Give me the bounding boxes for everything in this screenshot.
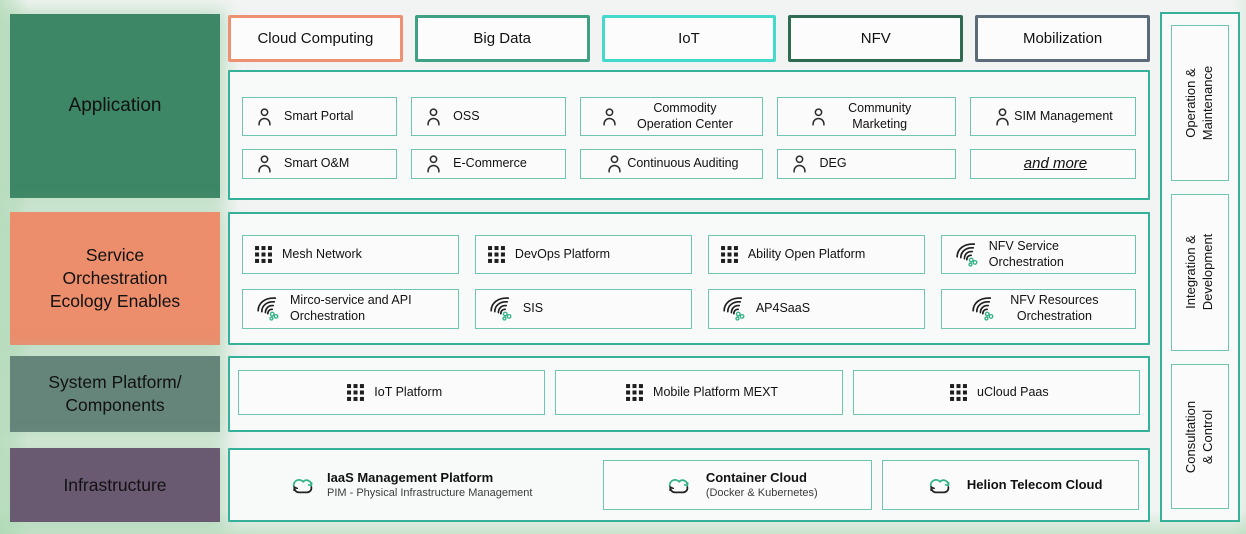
sys-item-iot-platform: IoT Platform	[238, 370, 546, 415]
item-label: E-Commerce	[453, 156, 527, 171]
person-icon	[254, 106, 275, 128]
app-item-e-commerce: E-Commerce	[411, 149, 567, 180]
sys-item-ucloud-paas: uCloud Paas	[852, 370, 1140, 415]
person-icon	[599, 106, 620, 128]
svc-item-mesh-network: Mesh Network	[242, 235, 459, 275]
item-subtitle: (Docker & Kubernetes)	[705, 486, 818, 499]
service-orchestration-container: Mesh Network DevOps Platform Ability Ope…	[228, 212, 1150, 345]
infra-item-container-cloud: Container Cloud (Docker & Kubernetes)	[603, 460, 873, 510]
app-item-and-more: and more	[969, 149, 1136, 180]
sidebar-item-label: Operation & Maintenance	[1183, 65, 1215, 141]
item-title: Helion Telecom Cloud	[966, 476, 1103, 492]
item-title: Container Cloud	[705, 469, 807, 485]
grid-dots-icon	[720, 245, 739, 264]
person-icon	[789, 153, 810, 175]
item-label: OSS	[453, 108, 480, 123]
cloud-sync-icon	[287, 474, 318, 497]
person-icon	[254, 153, 275, 175]
layer-label-application: Application	[10, 14, 220, 198]
app-item-deg: DEG	[777, 149, 956, 180]
item-label: and more	[1023, 154, 1088, 172]
person-icon	[423, 106, 444, 128]
infra-item-helion-telecom-cloud: Helion Telecom Cloud	[882, 460, 1139, 510]
person-icon	[604, 153, 625, 175]
orchestration-swirl-icon	[969, 295, 996, 322]
item-label: NFV Resources Orchestration	[1010, 293, 1099, 323]
item-label: DEG	[819, 156, 847, 171]
app-item-continuous-auditing: Continuous Auditing	[580, 149, 764, 180]
item-label: Ability Open Platform	[747, 246, 866, 261]
orchestration-swirl-icon	[254, 295, 281, 322]
orchestration-swirl-icon	[720, 295, 747, 322]
item-label: IoT Platform	[374, 384, 443, 399]
layer-label-infrastructure: Infrastructure	[10, 448, 220, 522]
app-item-sim-management: SIM Management	[969, 97, 1136, 137]
person-icon	[808, 106, 829, 128]
tab-nfv: NFV	[788, 15, 964, 62]
item-label: Smart Portal	[284, 108, 354, 123]
layer-label-system-platform: System Platform/ Components	[10, 356, 220, 432]
item-title: IaaS Management Platform	[327, 469, 494, 485]
infrastructure-container: IaaS Management Platform PIM - Physical …	[228, 448, 1150, 522]
app-item-community-marketing: Community Marketing	[777, 97, 956, 137]
orchestration-swirl-icon	[953, 241, 980, 268]
item-subtitle: PIM - Physical Infrastructure Management	[327, 486, 533, 499]
sidebar-item-consultation-control: Consultation & Control	[1171, 364, 1229, 510]
sidebar-item-label: Integration & Development	[1183, 234, 1215, 311]
item-label: AP4SaaS	[755, 301, 811, 316]
app-item-commodity-operation-center: Commodity Operation Center	[580, 97, 764, 137]
sidebar-item-integration-development: Integration & Development	[1171, 193, 1229, 352]
tab-iot: IoT	[601, 15, 777, 62]
item-label: Smart O&M	[284, 156, 350, 171]
cloud-sync-icon	[924, 474, 955, 497]
tab-mobilization: Mobilization	[975, 15, 1150, 62]
item-label: SIS	[522, 301, 544, 316]
item-label: uCloud Paas	[977, 384, 1049, 399]
tab-cloud-computing: Cloud Computing	[228, 15, 403, 62]
application-container: Smart Portal OSS Commodity Operation Cen…	[228, 70, 1150, 200]
grid-dots-icon	[487, 245, 506, 264]
sidebar-item-operation-maintenance: Operation & Maintenance	[1171, 25, 1229, 181]
svc-item-nfv-resources-orchestration: NFV Resources Orchestration	[940, 289, 1136, 329]
grid-dots-icon	[625, 383, 644, 402]
infra-item-iaas-management-platform: IaaS Management Platform PIM - Physical …	[239, 460, 593, 510]
app-item-smart-portal: Smart Portal	[242, 97, 398, 137]
item-label: Mirco-service and API Orchestration	[290, 293, 412, 323]
svc-item-sis: SIS	[474, 289, 692, 329]
person-icon	[992, 106, 1013, 128]
sidebar-item-label: Consultation & Control	[1183, 400, 1215, 473]
svc-item-ap4saas: AP4SaaS	[707, 289, 925, 329]
item-label: Commodity Operation Center	[636, 101, 733, 131]
item-label: Mesh Network	[282, 246, 362, 261]
svc-item-ability-open-platform: Ability Open Platform	[707, 235, 925, 275]
svc-item-devops-platform: DevOps Platform	[474, 235, 692, 275]
item-label: Continuous Auditing	[627, 156, 739, 171]
svc-item-nfv-service-orchestration: NFV Service Orchestration	[940, 235, 1136, 275]
app-item-oss: OSS	[411, 97, 567, 137]
item-label: Mobile Platform MEXT	[653, 384, 779, 399]
services-sidebar: Operation & Maintenance Integration & De…	[1160, 12, 1240, 522]
item-label: DevOps Platform	[514, 246, 611, 261]
tab-big-data: Big Data	[414, 15, 590, 62]
svc-item-micro-service-api-orchestration: Mirco-service and API Orchestration	[242, 289, 459, 329]
orchestration-swirl-icon	[487, 295, 514, 322]
cloud-sync-icon	[663, 474, 694, 497]
item-label: Community Marketing	[848, 101, 912, 131]
item-label: NFV Service Orchestration	[988, 239, 1064, 269]
system-platform-container: IoT Platform Mobile Platform MEXT uCloud…	[228, 356, 1150, 432]
grid-dots-icon	[949, 383, 968, 402]
grid-dots-icon	[346, 383, 365, 402]
layer-label-service-orchestration: Service Orchestration Ecology Enables	[10, 212, 220, 345]
app-item-smart-om: Smart O&M	[242, 149, 398, 180]
grid-dots-icon	[254, 245, 273, 264]
person-icon	[423, 153, 444, 175]
technology-tabs: Cloud Computing Big Data IoT NFV Mobiliz…	[228, 15, 1150, 62]
item-label: SIM Management	[1014, 108, 1113, 123]
sys-item-mobile-platform-mext: Mobile Platform MEXT	[555, 370, 843, 415]
